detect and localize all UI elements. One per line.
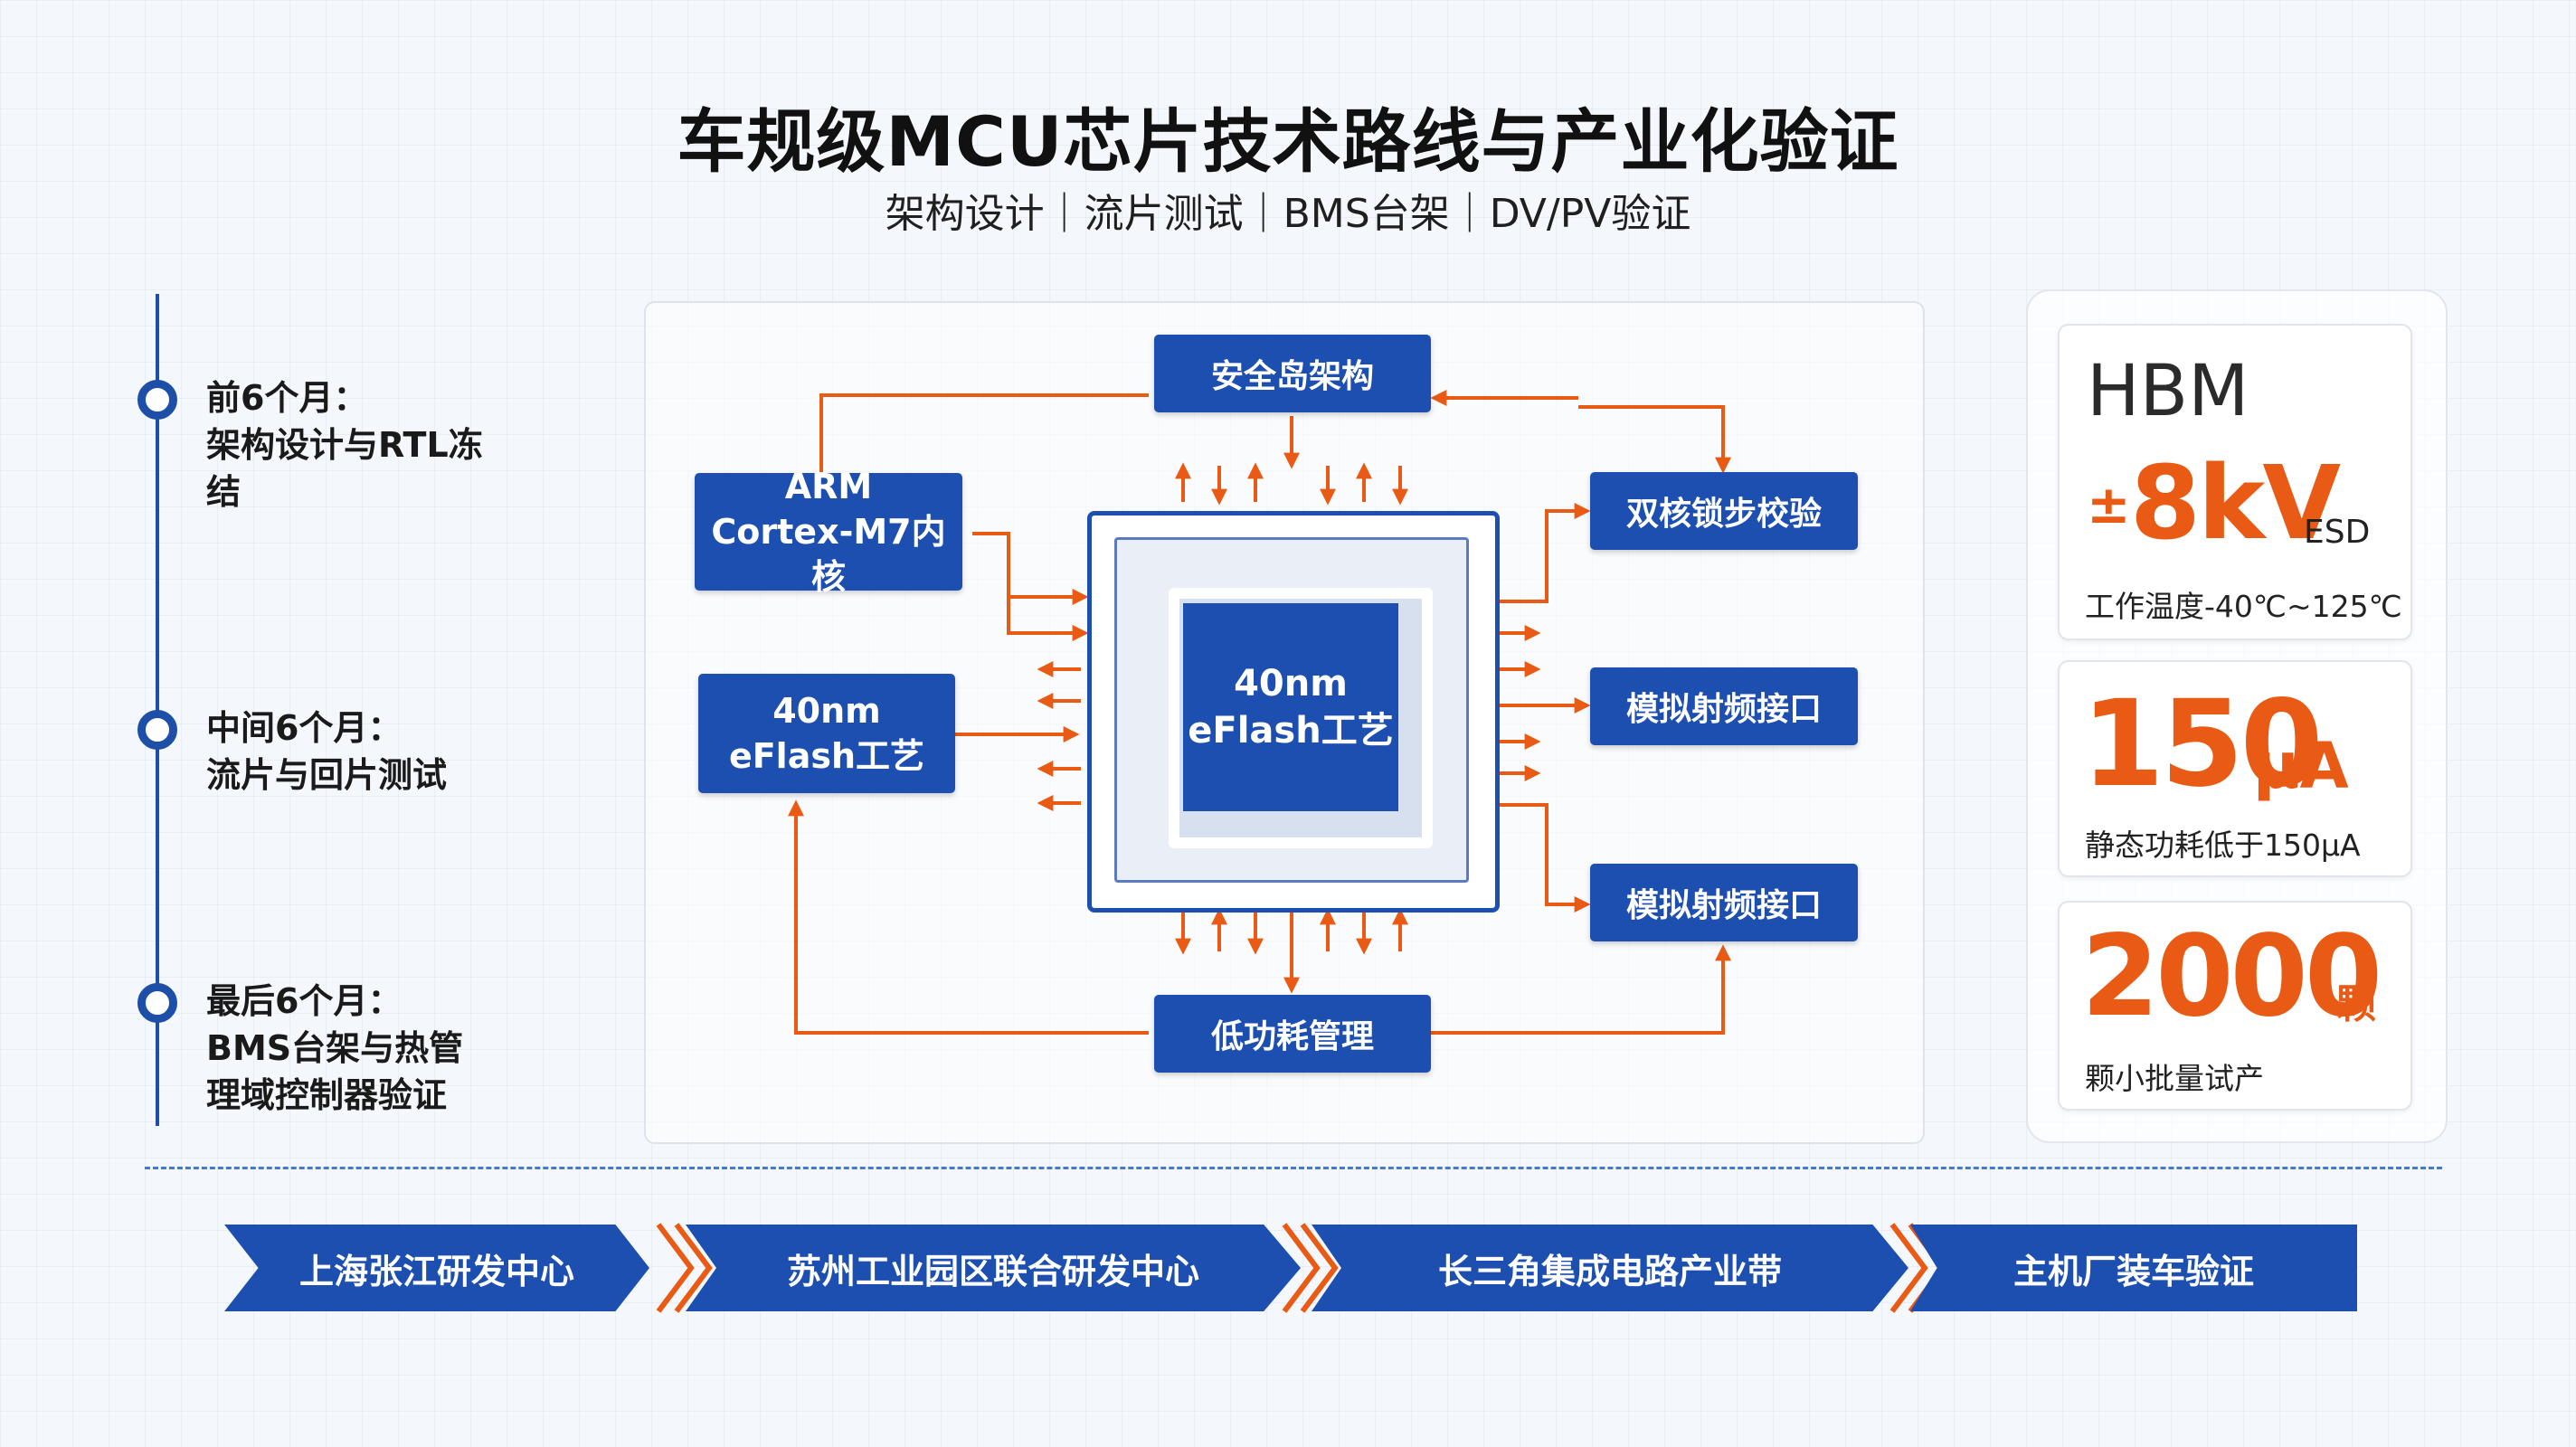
connector-chip-rf2 [1492, 803, 1591, 913]
connector-chip-lockstep [1492, 503, 1591, 603]
chip-core: 40nm eFlash工艺 [1183, 603, 1398, 811]
timeline-text: 前6个月： 架构设计与RTL冻 结 [206, 378, 483, 512]
analog-rf-box: 模拟射频接口 [1590, 864, 1858, 941]
timeline-text: 中间6个月： 流片与回片测试 [206, 708, 448, 795]
trial-unit: 颗 [2336, 981, 2376, 1027]
stat-card-current: 150 μA 静态功耗低于150μA [2058, 660, 2412, 877]
connector-arm-safety [819, 393, 1149, 472]
timeline-dot-icon [137, 380, 177, 420]
page-subtitle: 架构设计｜流片测试｜BMS台架｜DV/PV验证 [885, 191, 1691, 237]
low-power-box: 低功耗管理 [1154, 995, 1431, 1073]
connector-arm-chip [972, 532, 1089, 605]
trial-desc: 颗小批量试产 [2085, 1061, 2264, 1096]
chevron-right-icon [1282, 1223, 1339, 1313]
current-unit: μA [2253, 729, 2349, 803]
trial-value: 2000 [2081, 912, 2382, 1042]
pipeline-step: 苏州工业园区联合研发中心 [686, 1225, 1301, 1311]
pipeline-step: 主机厂装车验证 [1910, 1225, 2357, 1311]
current-desc: 静态功耗低于150μA [2085, 828, 2361, 863]
timeline-dot-icon [137, 983, 177, 1023]
connector-safety-lockstep-2 [1578, 405, 1731, 474]
connector-arm-chip-2 [1007, 597, 1089, 641]
stat-card-trial: 2000 颗 颗小批量试产 [2058, 901, 2412, 1111]
timeline-dot-icon [137, 710, 177, 750]
chevron-right-icon [656, 1223, 713, 1313]
hbm-unit: ESD [2304, 514, 2371, 551]
lockstep-box: 双核锁步校验 [1590, 472, 1858, 550]
hbm-value: 8kV [2130, 445, 2341, 563]
arm-core-box: ARM Cortex-M7内核 [695, 467, 962, 597]
pipeline-step: 长三角集成电路产业带 [1312, 1225, 1908, 1311]
current-value: 150 [2081, 675, 2324, 814]
hbm-sign: ± [2087, 474, 2131, 535]
safety-island-box: 安全岛架构 [1154, 335, 1431, 412]
eflash-process-box: 40nm eFlash工艺 [698, 674, 955, 793]
connector-lowpower-rf2 [1431, 944, 1731, 1035]
hbm-label: HBM [2087, 351, 2249, 432]
pipeline-step: 上海张江研发中心 [224, 1225, 649, 1311]
analog-rf-box: 模拟射频接口 [1590, 667, 1858, 745]
page-title: 车规级MCU芯片技术路线与产业化验证 [677, 101, 1899, 182]
stat-card-hbm: HBM ± 8kV ESD 工作温度-40℃~125℃ [2058, 324, 2412, 640]
timeline-text: 最后6个月： BMS台架与热管 理域控制器验证 [206, 981, 464, 1115]
divider [145, 1167, 2442, 1169]
hbm-desc: 工作温度-40℃~125℃ [2085, 589, 2402, 624]
connector-lowpower-eflash [788, 799, 1149, 1035]
